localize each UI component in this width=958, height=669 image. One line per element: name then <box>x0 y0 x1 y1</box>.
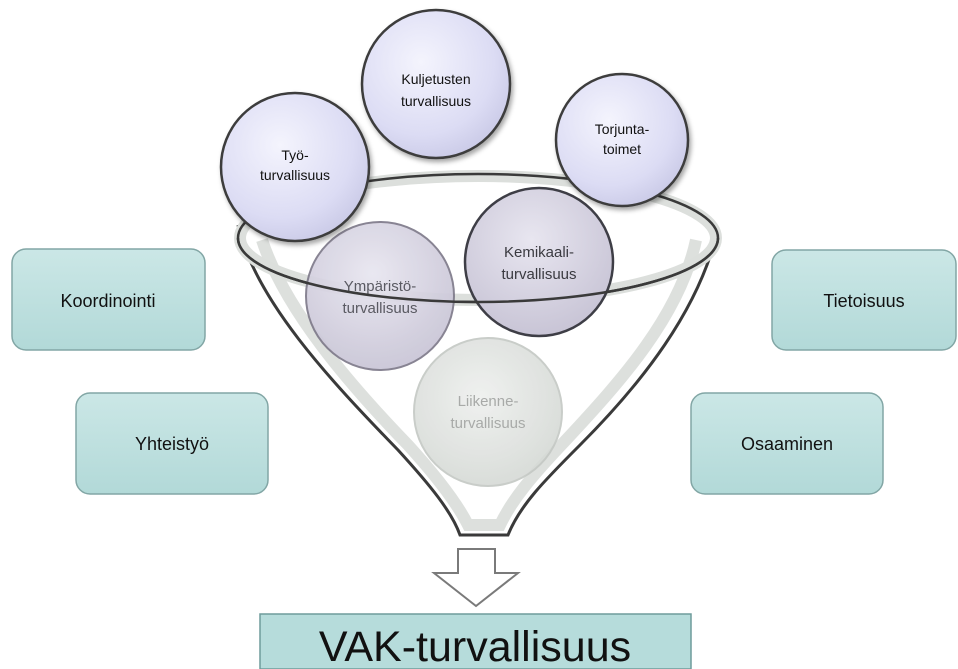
kemikaali-line-1: Kemikaali- <box>504 244 574 261</box>
svg-text:Työ-: Työ- <box>281 147 309 163</box>
liikenne-line-1: Liikenne- <box>458 393 519 410</box>
result-box: VAK-turvallisuus <box>259 613 692 669</box>
tyo-line-1: Työ- <box>281 147 309 163</box>
ymparisto-line-1: Ympäristö- <box>344 278 417 295</box>
yhteistyo-label: Yhteistyö <box>135 434 209 454</box>
osaaminen-box: Osaaminen <box>690 392 884 495</box>
torjunta-line-1: Torjunta- <box>595 121 650 137</box>
yhteistyo-box: Yhteistyö <box>75 392 269 495</box>
koordinointi-label: Koordinointi <box>60 291 155 311</box>
down-arrow-icon <box>431 548 521 608</box>
svg-text:Kemikaali-: Kemikaali- <box>504 244 574 261</box>
kemikaali-line-2: turvallisuus <box>501 266 576 283</box>
tyo-line-2: turvallisuus <box>260 167 330 183</box>
torjunta-circle: Torjunta- toimet <box>554 72 690 208</box>
svg-text:Ympäristö-: Ympäristö- <box>344 278 417 295</box>
kuljetusten-circle: Kuljetusten turvallisuus <box>360 8 512 160</box>
tietoisuus-label: Tietoisuus <box>823 291 904 311</box>
liikenne-circle: Liikenne- turvallisuus <box>413 337 563 487</box>
tyo-circle: Työ- turvallisuus <box>219 91 371 243</box>
liikenne-line-2: turvallisuus <box>450 415 525 432</box>
svg-text:turvallisuus: turvallisuus <box>450 415 525 432</box>
svg-text:turvallisuus: turvallisuus <box>501 266 576 283</box>
svg-text:turvallisuus: turvallisuus <box>260 167 330 183</box>
result-label: VAK-turvallisuus <box>319 623 631 669</box>
svg-text:Kuljetusten: Kuljetusten <box>401 71 470 87</box>
svg-text:toimet: toimet <box>603 141 641 157</box>
torjunta-line-2: toimet <box>603 141 641 157</box>
ymparisto-line-2: turvallisuus <box>342 300 417 317</box>
osaaminen-label: Osaaminen <box>741 434 833 454</box>
svg-text:turvallisuus: turvallisuus <box>342 300 417 317</box>
kuljetusten-line-2: turvallisuus <box>401 93 471 109</box>
kemikaali-circle: Kemikaali- turvallisuus <box>463 186 615 338</box>
tietoisuus-box: Tietoisuus <box>771 249 957 351</box>
kuljetusten-line-1: Kuljetusten <box>401 71 470 87</box>
svg-text:turvallisuus: turvallisuus <box>401 93 471 109</box>
koordinointi-box: Koordinointi <box>11 248 206 351</box>
svg-text:Torjunta-: Torjunta- <box>595 121 650 137</box>
svg-text:Liikenne-: Liikenne- <box>458 393 519 410</box>
